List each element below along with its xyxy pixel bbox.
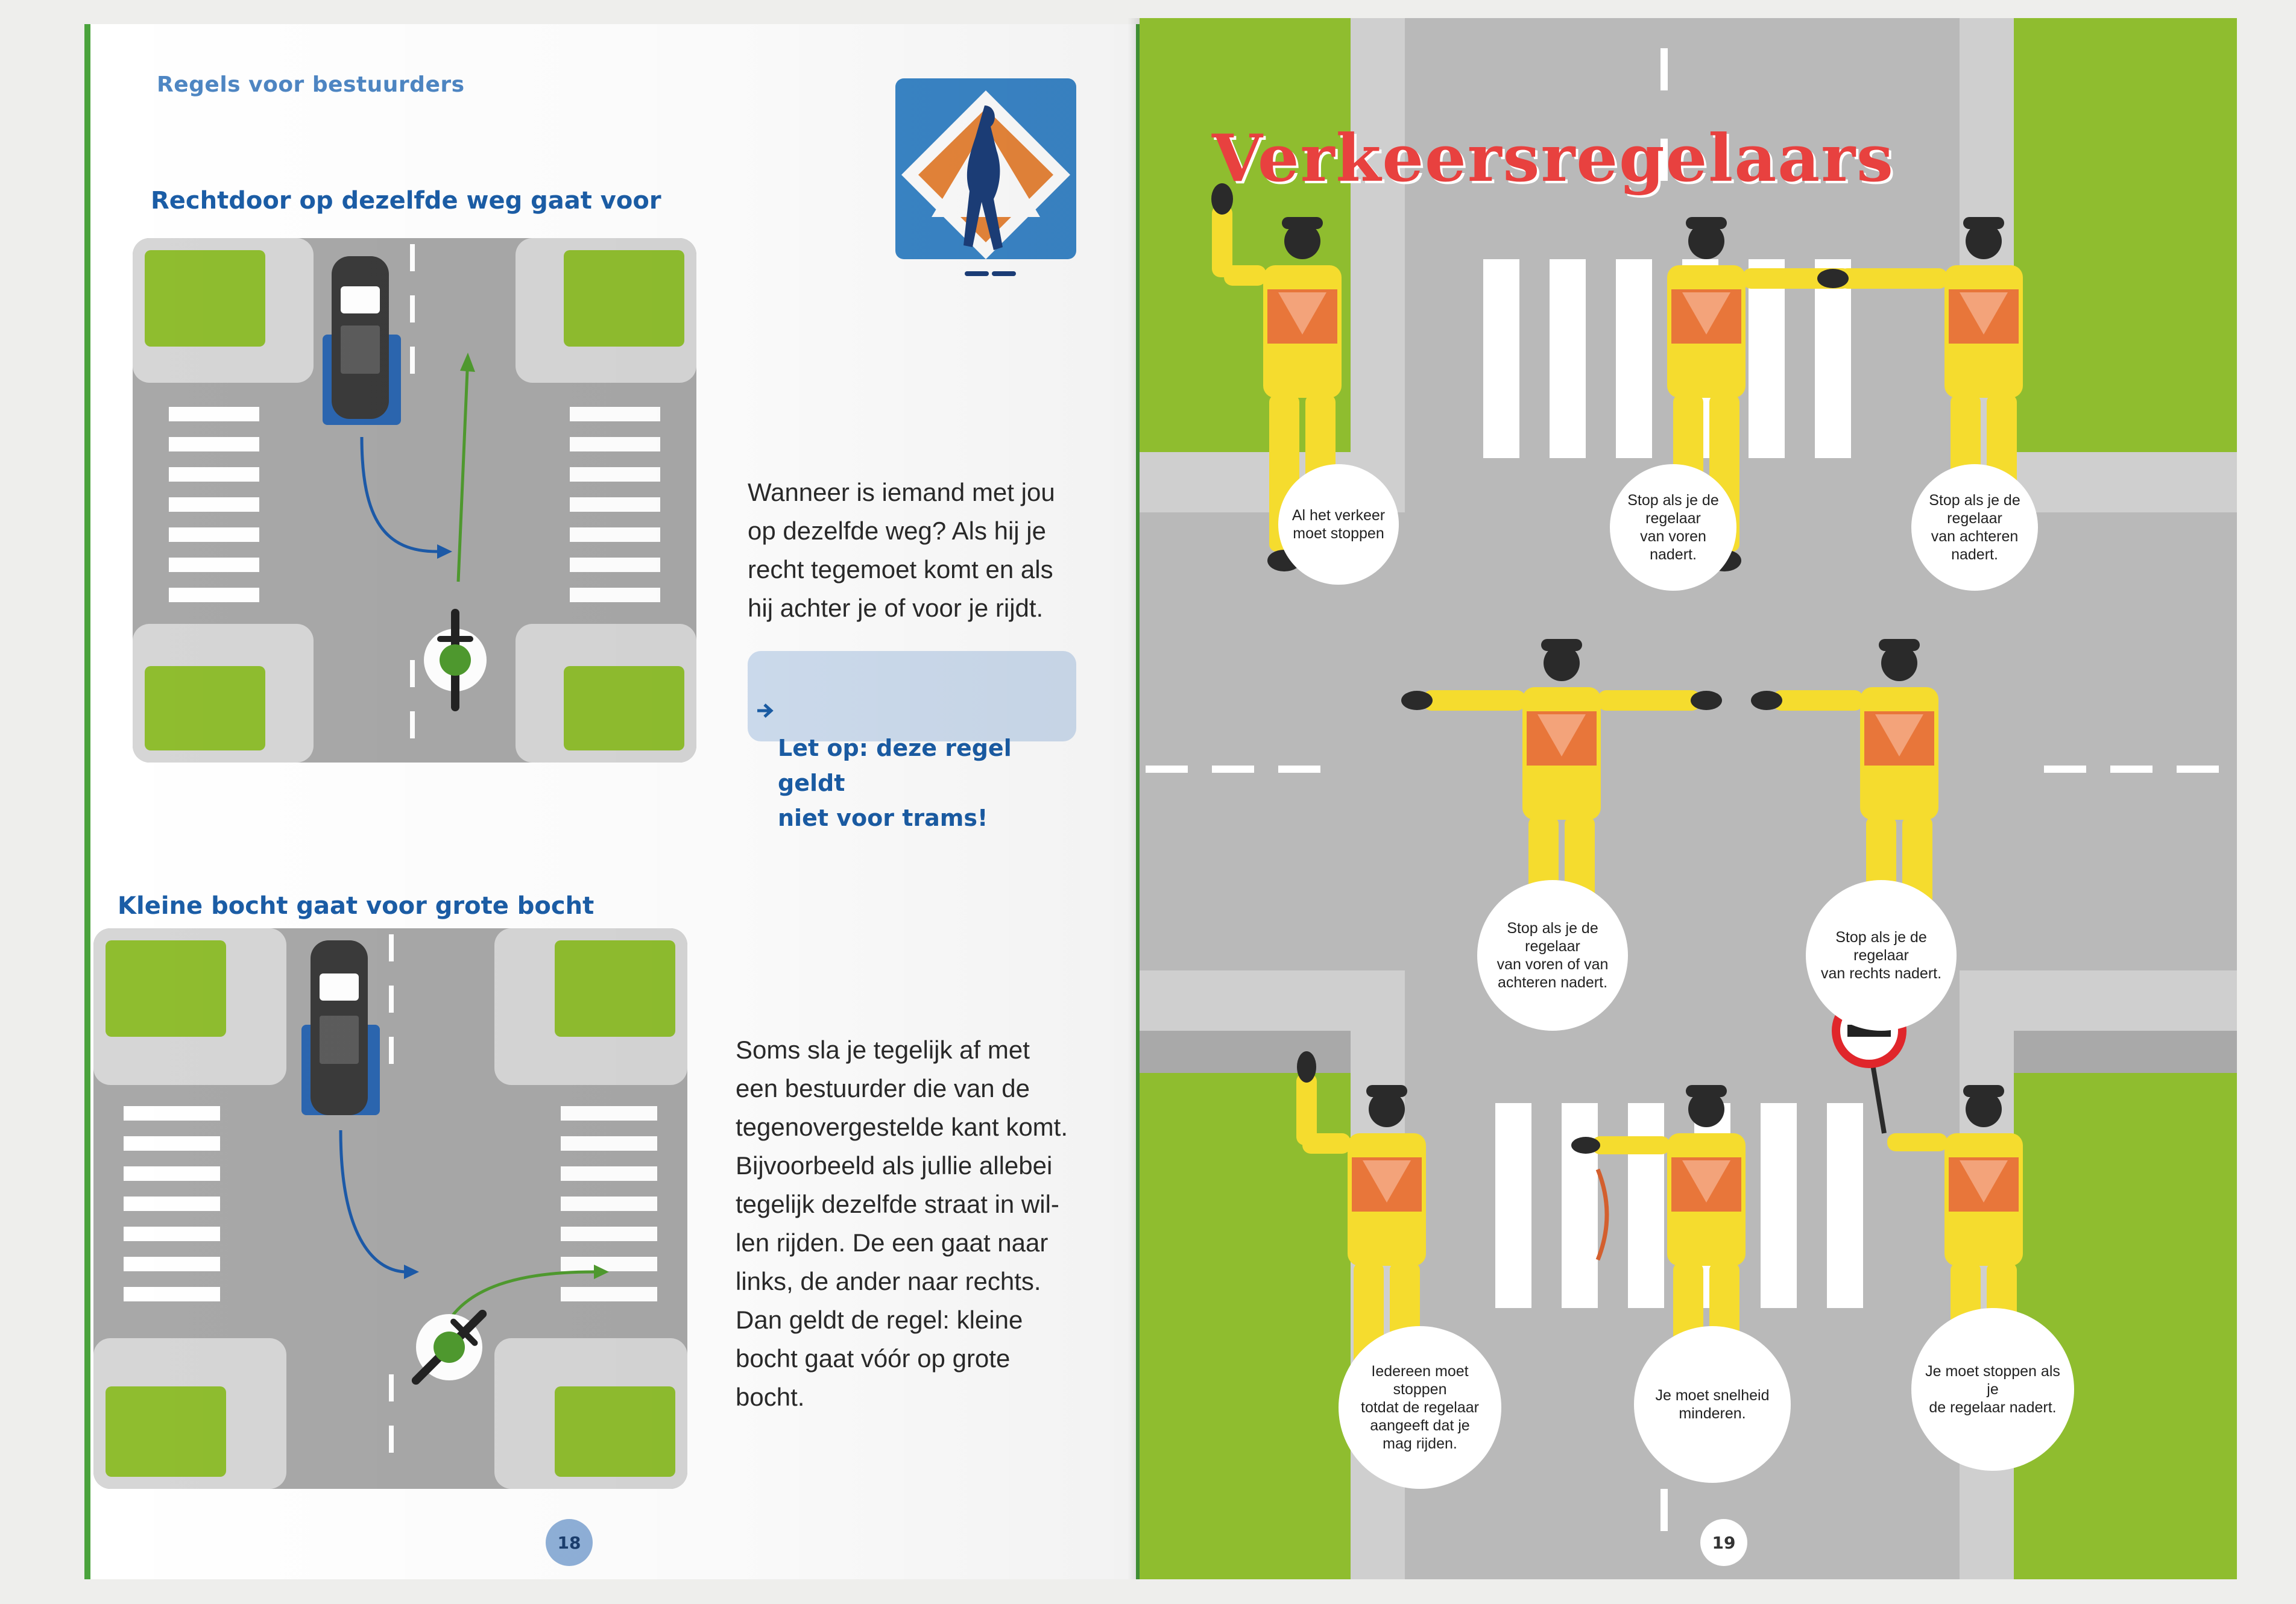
caption-bubble-4: Stop als je de regelaar van voren of van… <box>1477 880 1628 1031</box>
page-number-19: 19 <box>1700 1519 1747 1566</box>
page-19: Verkeersregelaars <box>1140 18 2237 1579</box>
section-label: Regels voor bestuurders <box>157 72 465 97</box>
caption-bubble-6: Iedereen moet stoppen totdat de regelaar… <box>1339 1326 1501 1489</box>
page-title: Verkeersregelaars <box>1212 121 1894 197</box>
controller-1 <box>1211 183 1342 571</box>
intersection-illustration-1 <box>133 238 696 763</box>
car-icon-2 <box>301 940 380 1115</box>
heading-small-turn: Kleine bocht gaat voor grote bocht <box>118 892 594 920</box>
paragraph-same-road: Wanneer is iemand met jou op dezelfde we… <box>748 478 1055 622</box>
caption-bubble-8: Je moet stoppen als je de regelaar nader… <box>1911 1308 2074 1471</box>
pedestrian-crossing-sign-icon <box>895 78 1076 276</box>
callout-text: Let op: deze regel geldt niet voor trams… <box>778 735 1012 831</box>
intersection-illustration-2 <box>93 928 687 1489</box>
car-icon <box>323 256 401 425</box>
controller-7 <box>1571 1085 1746 1439</box>
controller-4 <box>1401 639 1722 993</box>
callout-tram-note: Let op: deze regel geldt niet voor trams… <box>748 651 1076 831</box>
caption-bubble-2: Stop als je de regelaar van voren nadert… <box>1610 464 1736 591</box>
controller-6 <box>1296 1051 1426 1439</box>
caption-bubble-5: Stop als je de regelaar van rechts nader… <box>1806 880 1957 1031</box>
cyclist-icon <box>437 609 473 711</box>
paragraph-small-turn: Soms sla je tegelijk af met een bestuurd… <box>736 1036 1068 1411</box>
caption-bubble-7: Je moet snelheid minderen. <box>1634 1326 1791 1483</box>
caption-bubble-1: Al het verkeer moet stoppen <box>1278 464 1399 585</box>
cyclist-icon-2 <box>411 1309 487 1385</box>
controller-5 <box>1751 639 1938 993</box>
page-18: Regels voor bestuurders Rechtdoor op dez… <box>90 24 1140 1579</box>
page-number-18: 18 <box>546 1519 593 1566</box>
heading-straight-ahead: Rechtdoor op dezelfde weg gaat voor <box>151 187 661 215</box>
caption-bubble-3: Stop als je de regelaar van achteren nad… <box>1911 464 2038 591</box>
arrow-right-icon <box>755 661 775 731</box>
controller-3 <box>1817 217 2023 571</box>
